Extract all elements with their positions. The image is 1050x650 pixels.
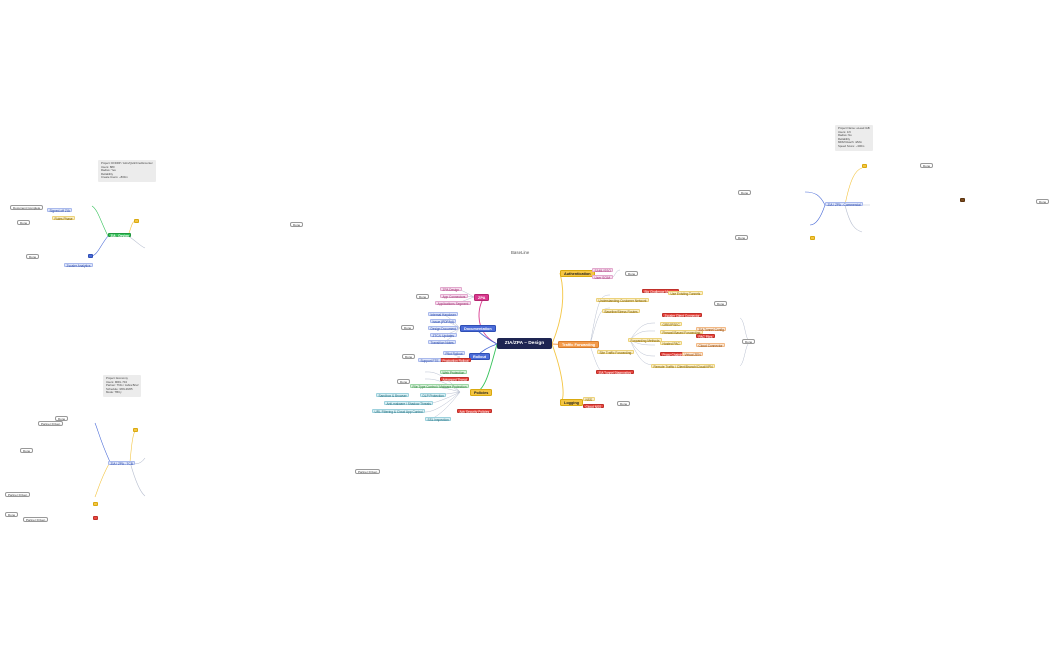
zpa-item[interactable]: ZPA Design (440, 287, 462, 292)
rollout-item[interactable]: Pilot Rollout (443, 351, 466, 356)
cluster-node[interactable] (810, 236, 815, 240)
project-note: Project Name: eLead IAB Users: 1/6 Radiu… (835, 125, 873, 151)
status-done: Done (416, 294, 430, 299)
status-done: Done (401, 325, 415, 330)
traffic-item[interactable]: Firewall Based Forwarding (660, 330, 703, 335)
status-done: Done (55, 416, 69, 421)
project-note: Project: Economy Users: MRIL 704 Partner… (103, 375, 142, 397)
auth-item[interactable]: User SCIM (592, 275, 613, 280)
traffic-item[interactable]: Zscaler Client Connector (662, 313, 703, 318)
traffic-item[interactable]: Use Existing Tunnels (668, 291, 703, 296)
traffic-item[interactable]: ZIA Tunnel Diagnostics (596, 370, 634, 375)
cluster-item: Document Complete (10, 205, 44, 210)
central-topic[interactable]: ZIA/ZPA – Design (497, 338, 552, 349)
policy-item[interactable]: File Type Control / Malware Protection (410, 384, 469, 389)
auth-item[interactable]: SAML/SSO (592, 268, 614, 273)
branch-policies[interactable]: Policies (470, 389, 493, 396)
cluster-node[interactable] (133, 428, 138, 432)
cluster-hub[interactable]: ZIA - Design (108, 233, 132, 238)
policy-item[interactable]: Sandbox & Browser (376, 393, 410, 398)
status-done: Done (290, 222, 304, 227)
traffic-item[interactable]: GRE/IPSEC (660, 322, 683, 327)
partner-label: Partner Driven (38, 421, 64, 426)
policy-item[interactable]: SSL Inspection (425, 417, 452, 422)
policy-item[interactable]: Web Protection (440, 370, 467, 375)
cluster-node[interactable] (88, 254, 93, 258)
cluster-node[interactable] (93, 502, 98, 506)
cluster-item[interactable]: Rules Phase (52, 216, 76, 221)
traffic-item[interactable]: Cloud Connector (696, 343, 725, 348)
project-note: Project: DI/DRP / Adm/Quik/Creditcounter… (98, 160, 156, 182)
partner-label: Partner Driven (355, 469, 381, 474)
traffic-item[interactable]: Understanding Customer Network (596, 298, 650, 303)
partner-label: Partner Driven (23, 517, 49, 522)
branch-authentication[interactable]: Authentication (560, 270, 595, 277)
status-done: Done (397, 379, 411, 384)
traffic-item[interactable]: Baseline/Stress Routes (602, 309, 641, 314)
zpa-item[interactable]: App Connectors (440, 294, 468, 299)
branch-rollout[interactable]: Rollout (469, 353, 491, 360)
cluster-item[interactable]: Zscaler Analytics (64, 263, 93, 268)
rollout-item[interactable]: Support FTE (418, 358, 442, 363)
cluster-node[interactable] (960, 198, 965, 202)
status-done: Done (26, 254, 40, 259)
partner-label: Partner Driven (5, 492, 31, 497)
policy-item[interactable]: URL Filtering & Cloud App Control (372, 409, 426, 414)
policy-item[interactable]: Advanced Threat (440, 377, 470, 382)
policy-item[interactable]: Anti-malware / Shadow Threats (384, 401, 434, 406)
baseline-label: BaseLine (511, 250, 530, 255)
branch-traffic-forwarding[interactable]: Traffic Forwarding (558, 341, 600, 348)
policy-item[interactable]: DLP Protection (420, 393, 447, 398)
status-done: Done (402, 354, 416, 359)
status-done: Done (617, 401, 631, 406)
cluster-node[interactable] (93, 516, 98, 520)
policy-item[interactable]: Adv Security Policies (457, 409, 492, 414)
status-done: Done (20, 448, 34, 453)
branch-zpa[interactable]: ZPA (474, 294, 490, 301)
doc-item[interactable]: Issue (PDF/txt) (430, 319, 457, 324)
status-done: Done (5, 512, 19, 517)
traffic-item[interactable]: Remote Traffic / Client/Branch/Cloud/VPN (651, 364, 716, 369)
logging-item[interactable]: NSS (583, 397, 595, 402)
traffic-item[interactable]: Forwarding Methods (628, 338, 663, 343)
status-done: Done (920, 163, 934, 168)
traffic-item[interactable]: PAC Files (696, 334, 715, 339)
cluster-node[interactable] (134, 219, 139, 223)
cluster-hub[interactable]: ZIA / ZPA - TCB (108, 461, 136, 466)
status-done: Done (742, 339, 756, 344)
status-done: Done (735, 235, 749, 240)
traffic-item[interactable]: ZIA Tunnel Config (696, 327, 727, 332)
cluster-item[interactable]: Signed-off ZIA (47, 208, 73, 213)
cluster-node[interactable] (862, 164, 867, 168)
doc-item[interactable]: Internal Handover (428, 312, 459, 317)
cluster-hub[interactable]: ZIA / ZPA - Commercial (825, 202, 864, 207)
rollout-item[interactable]: Production Rollout (440, 358, 472, 363)
logging-item[interactable]: Cloud NSS (583, 404, 604, 409)
status-done: Done (714, 301, 728, 306)
doc-item[interactable]: Design Document (428, 326, 459, 331)
traffic-item[interactable]: Site Traffic Forwarding (597, 350, 634, 355)
status-done: Done (625, 271, 639, 276)
zpa-item[interactable]: Applications Segment (435, 301, 471, 306)
branch-documentation[interactable]: Documentation (460, 325, 496, 332)
traffic-item[interactable]: Hosted PAC (660, 341, 683, 346)
status-done: Done (1036, 199, 1050, 204)
doc-item[interactable]: ZTC/L Updates (430, 333, 457, 338)
traffic-item[interactable]: Virtual ZEN (682, 352, 704, 357)
doc-item[interactable]: Transition Notes (428, 340, 457, 345)
branch-logging[interactable]: Logging (560, 399, 583, 406)
status-done: Done (738, 190, 752, 195)
status-done: Done (17, 220, 31, 225)
